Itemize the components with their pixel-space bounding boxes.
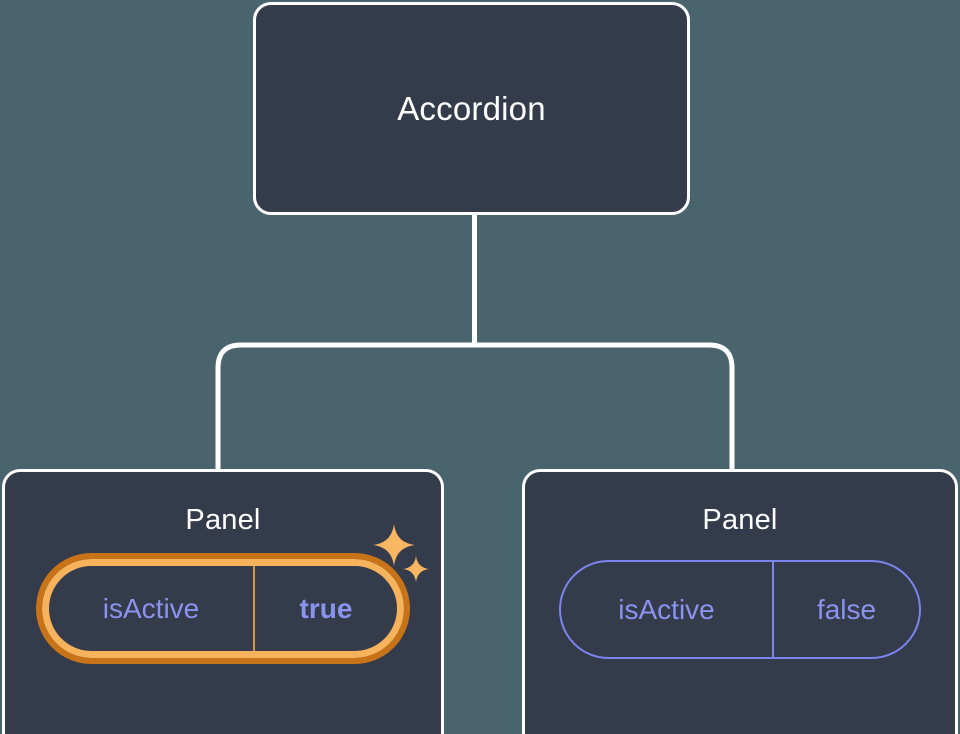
sparkle-large-icon [373,524,415,566]
node-accordion[interactable]: Accordion [253,2,690,215]
node-panel-active[interactable]: Panel isActive true [2,469,444,734]
prop-key-isactive: isActive [102,592,200,624]
connector-branch-bus [215,342,735,470]
node-title-panel-active: Panel [185,504,261,536]
prop-key-isactive: isActive [618,593,715,625]
prop-value-true: true [253,566,397,651]
prop-value-false: false [772,562,919,657]
node-panel-inactive[interactable]: Panel isActive false [522,469,958,734]
node-title-panel-inactive: Panel [702,504,778,536]
prop-pill-isactive-true[interactable]: isActive true [36,524,429,664]
node-title-accordion: Accordion [397,89,546,127]
prop-pill-isactive-false[interactable]: isActive false [559,560,921,659]
sparkle-small-icon [403,556,429,582]
